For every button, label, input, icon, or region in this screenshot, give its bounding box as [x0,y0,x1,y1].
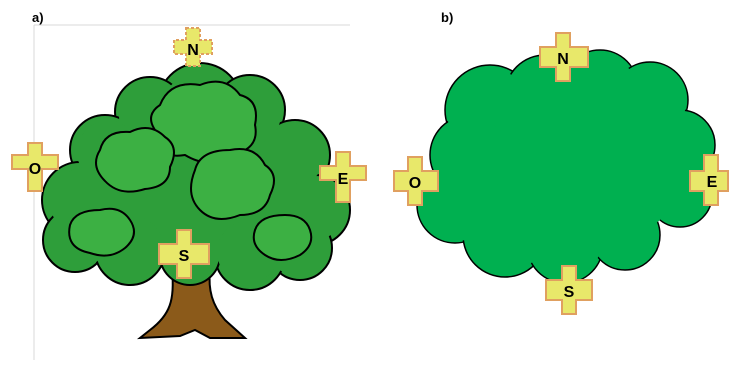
foliage-detail [68,207,135,257]
panel-b-label: b) [441,10,454,25]
marker-a-south-label: S [179,248,190,265]
marker-a-south: S [158,229,210,279]
tree-trunk [136,269,248,340]
marker-a-east-label: E [338,171,349,188]
canopy-shape [416,49,716,284]
marker-b-east: E [689,154,729,206]
marker-a-west-label: O [29,161,41,178]
marker-b-west: O [393,156,439,206]
tree-illustration [41,62,351,340]
marker-b-west-label: O [409,175,421,192]
marker-b-north: N [539,32,589,82]
marker-b-north-label: N [557,51,569,68]
foliage-detail [95,127,175,193]
foliage-detail [190,148,275,220]
marker-a-west: O [11,142,59,192]
foliage-detail [252,213,313,261]
marker-b-east-label: E [707,174,718,191]
marker-b-south: S [545,265,593,315]
marker-b-south-label: S [564,284,575,301]
panel-a-label: a) [32,10,44,25]
marker-a-east: E [319,151,367,203]
marker-a-north-label: N [187,42,199,59]
marker-a-north: N [173,27,213,67]
